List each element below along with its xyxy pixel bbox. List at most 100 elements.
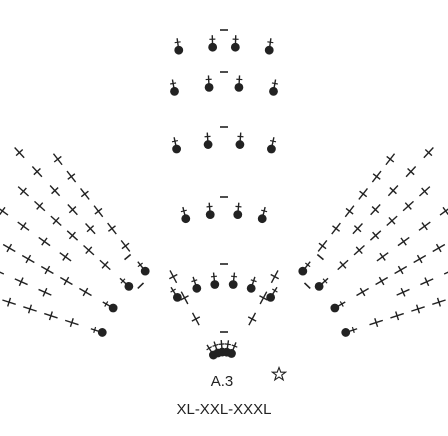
dc-stitch-bar [235, 205, 242, 208]
sc-stitch-cross [51, 187, 59, 195]
sc-stitch-cross [442, 206, 448, 215]
dc-stitch-dot [228, 280, 238, 289]
dc-stitch-bar [171, 139, 178, 143]
dc-stitch-bar [271, 82, 278, 85]
sc-stitch-cross [372, 231, 380, 240]
sc-stitch-cross [191, 316, 201, 322]
sc-stitch-cross [353, 225, 362, 233]
sc-stitch-cross [389, 187, 397, 195]
sc-stitch-cross [19, 187, 27, 196]
dc-stitch-dot [298, 266, 308, 276]
chart-code-label: A.3 [210, 373, 234, 390]
sc-stitch-cross [121, 242, 130, 250]
sc-stitch-cross [52, 216, 60, 225]
dc-stitch-dot [170, 86, 179, 96]
dc-stitch-bar [212, 343, 219, 347]
dc-stitch-dot [269, 86, 278, 96]
dc-stitch-bar [206, 346, 213, 351]
sc-stitch-cross [48, 311, 53, 321]
dc-stitch-dot [205, 210, 215, 220]
sc-stitch-cross [421, 222, 428, 231]
sc-stitch-cross [68, 231, 76, 240]
dc-stitch-dot [124, 281, 134, 291]
dc-stitch-dot [97, 328, 107, 337]
sc-stitch-cross [436, 297, 441, 307]
sc-stitch-cross [33, 168, 41, 176]
sc-stitch-cross [318, 242, 327, 250]
sc-stitch-cross [270, 273, 280, 280]
dc-stitch-bar [120, 278, 126, 284]
sc-stitch-cross [94, 207, 103, 215]
sc-stitch-cross [36, 202, 44, 210]
sc-stitch-cross [374, 318, 379, 328]
sc-stitch-cross [407, 168, 415, 176]
dc-stitch-bar [218, 343, 225, 345]
sc-stitch-cross [372, 173, 381, 180]
dc-stitch-dot [266, 292, 276, 302]
sc-stitch-cross [82, 287, 89, 297]
sc-stitch-cross [424, 277, 430, 287]
dc-stitch-bar [104, 301, 109, 307]
sc-stitch-cross [339, 261, 347, 269]
dc-stitch-bar [267, 41, 274, 44]
dc-stitch-bar [270, 139, 277, 143]
chain-stitch [137, 282, 145, 290]
chain-stitch [316, 253, 324, 261]
dc-stitch-bar [174, 41, 181, 44]
dc-stitch-dot [234, 82, 244, 92]
sc-stitch-cross [400, 287, 406, 297]
dc-stitch-bar [231, 344, 238, 348]
dc-stitch-bar [170, 82, 177, 85]
sc-stitch-cross [379, 252, 386, 261]
dc-stitch-bar [170, 288, 176, 293]
sc-stitch-cross [435, 243, 442, 253]
dc-stitch-dot [233, 210, 243, 220]
sc-stitch-cross [397, 265, 404, 275]
sc-stitch-cross [415, 304, 421, 314]
sc-stitch-cross [27, 304, 33, 314]
sc-stitch-cross [421, 187, 429, 196]
sc-stitch-stem [443, 271, 448, 275]
dc-stitch-dot [264, 45, 274, 55]
dc-stitch-dot [257, 214, 267, 224]
sc-stitch-cross [7, 297, 12, 307]
dc-stitch-dot [108, 303, 118, 313]
sc-stitch-cross [18, 277, 24, 287]
dc-stitch-dot [140, 266, 150, 276]
sc-stitch-cross [386, 155, 395, 163]
dc-stitch-dot [341, 328, 351, 337]
sc-stitch-cross [400, 237, 407, 246]
dc-stitch-bar [322, 278, 328, 284]
sc-stitch-cross [53, 155, 62, 163]
sc-stitch-cross [371, 206, 380, 214]
dc-stitch-bar [250, 279, 257, 283]
sc-stitch-stem [0, 271, 5, 275]
dc-stitch-dot [230, 42, 240, 52]
dc-stitch-dot [330, 303, 340, 313]
sc-stitch-cross [168, 273, 178, 280]
sc-stitch-cross [395, 311, 400, 321]
dc-stitch-bar [261, 209, 268, 213]
sc-stitch-cross [107, 225, 116, 232]
sc-stitch-cross [80, 190, 89, 198]
stitch-group [0, 29, 448, 360]
dc-stitch-dot [181, 214, 191, 224]
sc-stitch-cross [388, 216, 396, 225]
dc-stitch-bar [304, 262, 311, 268]
dc-stitch-bar [93, 326, 97, 334]
sc-stitch-cross [355, 246, 363, 255]
dc-stitch-bar [230, 275, 238, 278]
sc-stitch-cross [67, 173, 76, 180]
sc-stitch-cross [359, 190, 368, 198]
sc-stitch-cross [68, 206, 77, 214]
sc-stitch-cross [416, 254, 423, 264]
dc-stitch-dot [267, 144, 276, 154]
dc-stitch-bar [224, 343, 231, 346]
sc-stitch-cross [247, 316, 257, 322]
dc-stitch-bar [210, 275, 218, 278]
sc-stitch-cross [378, 276, 385, 286]
chain-stitch [303, 282, 311, 290]
sc-stitch-cross [345, 207, 354, 215]
dc-stitch-bar [339, 301, 344, 307]
